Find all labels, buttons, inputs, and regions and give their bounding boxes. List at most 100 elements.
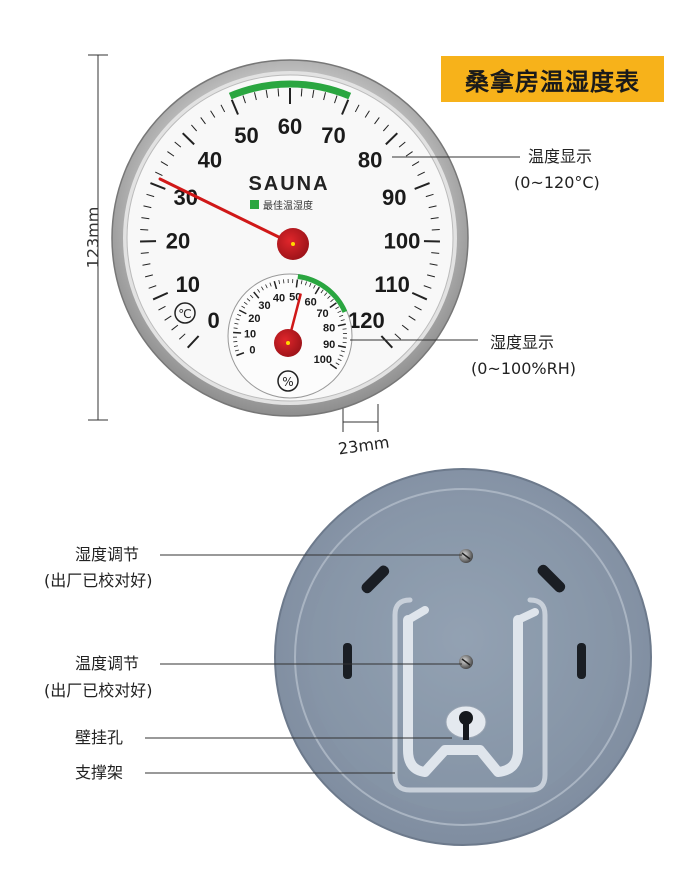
humidity-scale-label: 100 — [314, 354, 332, 366]
temp-tick — [158, 305, 166, 311]
humidity-callout-title: 湿度显示 — [490, 333, 555, 352]
temp-tick — [148, 285, 157, 289]
hanging-hole — [445, 705, 487, 740]
stand-label: 支撑架 — [75, 763, 124, 782]
humidity-tick — [313, 284, 316, 289]
temp-scale-label: 100 — [384, 229, 421, 254]
temp-tick — [142, 263, 151, 266]
temp-scale-label: 10 — [176, 272, 200, 297]
temp-tick — [242, 95, 246, 104]
temp-tick — [427, 274, 435, 278]
height-label: 123mm — [83, 206, 103, 269]
temp-tick — [150, 182, 166, 190]
temp-scale-label: 90 — [382, 185, 406, 210]
humidity-tick — [246, 298, 251, 302]
humidity-tick — [234, 322, 239, 325]
humidity-tick — [235, 318, 240, 321]
humidity-tick — [236, 352, 245, 357]
temp-scale-label: 80 — [358, 148, 382, 173]
temp-tick — [200, 117, 206, 125]
temp-tick — [174, 141, 182, 148]
humidity-tick — [278, 280, 281, 285]
humidity-tick — [342, 328, 347, 330]
temp-tick — [408, 315, 416, 321]
humidity-callout-range: (0~100%RH) — [471, 359, 576, 378]
humidity-tick — [238, 309, 247, 315]
humidity-adjust-note: (出厂已校对好) — [44, 571, 153, 590]
height-dimension — [88, 54, 108, 421]
temp-scale-label: 0 — [207, 308, 219, 333]
humidity-tick — [335, 362, 340, 366]
humidity-scale-label: 20 — [248, 313, 260, 325]
humidity-tick — [269, 282, 272, 287]
humidity-tick — [305, 281, 307, 286]
humidity-tick — [233, 345, 238, 347]
humidity-scale-label: 10 — [244, 329, 256, 341]
temp-scale-label: 20 — [166, 229, 190, 254]
temp-tick — [341, 99, 350, 115]
humidity-tick — [340, 319, 345, 322]
temp-tick — [191, 124, 198, 132]
temp-tick — [354, 104, 360, 113]
temperature-scale-ticks — [140, 88, 440, 349]
humidity-tick — [234, 349, 239, 352]
humidity-tick — [339, 354, 344, 357]
temp-tick — [428, 205, 437, 209]
temp-tick — [141, 217, 150, 220]
temp-tick — [411, 161, 420, 167]
legend-text: 最佳温湿度 — [263, 199, 313, 212]
legend-swatch — [250, 200, 259, 209]
temp-tick — [425, 193, 434, 198]
humidity-tick — [340, 350, 345, 353]
temp-tick — [145, 274, 153, 278]
temp-tick — [210, 110, 216, 118]
humidity-tick — [329, 363, 338, 370]
temp-tick — [253, 92, 257, 101]
temp-tick — [323, 92, 327, 101]
humidity-tick — [273, 281, 278, 290]
humidity-scale-label: 60 — [304, 297, 316, 309]
temp-tick — [167, 151, 175, 157]
temp-scale-label: 120 — [348, 308, 385, 333]
temp-tick — [265, 89, 268, 98]
temp-tick — [364, 110, 370, 118]
temp-tick — [423, 285, 432, 289]
temp-tick — [382, 124, 389, 132]
humidity-tick — [309, 282, 312, 287]
temp-tick — [300, 88, 303, 97]
temp-tick — [164, 315, 172, 321]
temp-tick — [430, 217, 439, 220]
temp-tick — [431, 252, 440, 254]
humidity-tick — [337, 358, 342, 361]
temp-tick — [155, 171, 163, 177]
humidity-tick — [320, 289, 324, 294]
temp-tick — [277, 88, 280, 97]
support-stand — [392, 597, 548, 793]
humidity-tick — [327, 295, 331, 299]
temp-tick — [411, 291, 428, 301]
temp-tick — [414, 182, 430, 190]
humidity-tick — [295, 279, 299, 288]
humidity-tick — [324, 292, 328, 296]
humidity-tick — [233, 327, 238, 329]
temp-tick — [171, 324, 179, 331]
temp-scale-label: 50 — [234, 123, 258, 148]
humidity-tick — [330, 298, 334, 303]
temp-unit-symbol: ℃ — [178, 307, 191, 321]
temp-tick — [334, 95, 338, 104]
humidity-tick — [257, 288, 261, 293]
humidity-tick — [329, 302, 337, 309]
temp-tick — [405, 151, 413, 157]
temp-tick — [160, 161, 169, 167]
temp-tick — [178, 333, 186, 340]
humidity-tick — [300, 280, 303, 285]
temp-callout-title: 温度显示 — [528, 147, 593, 166]
humidity-adjust-title: 湿度调节 — [75, 545, 140, 564]
humidity-tick — [253, 291, 260, 299]
temp-tick — [152, 291, 169, 301]
temp-tick — [182, 132, 195, 146]
humidity-scale-label: 90 — [323, 339, 335, 351]
temp-tick — [398, 141, 406, 148]
temp-scale-label: 70 — [321, 123, 345, 148]
